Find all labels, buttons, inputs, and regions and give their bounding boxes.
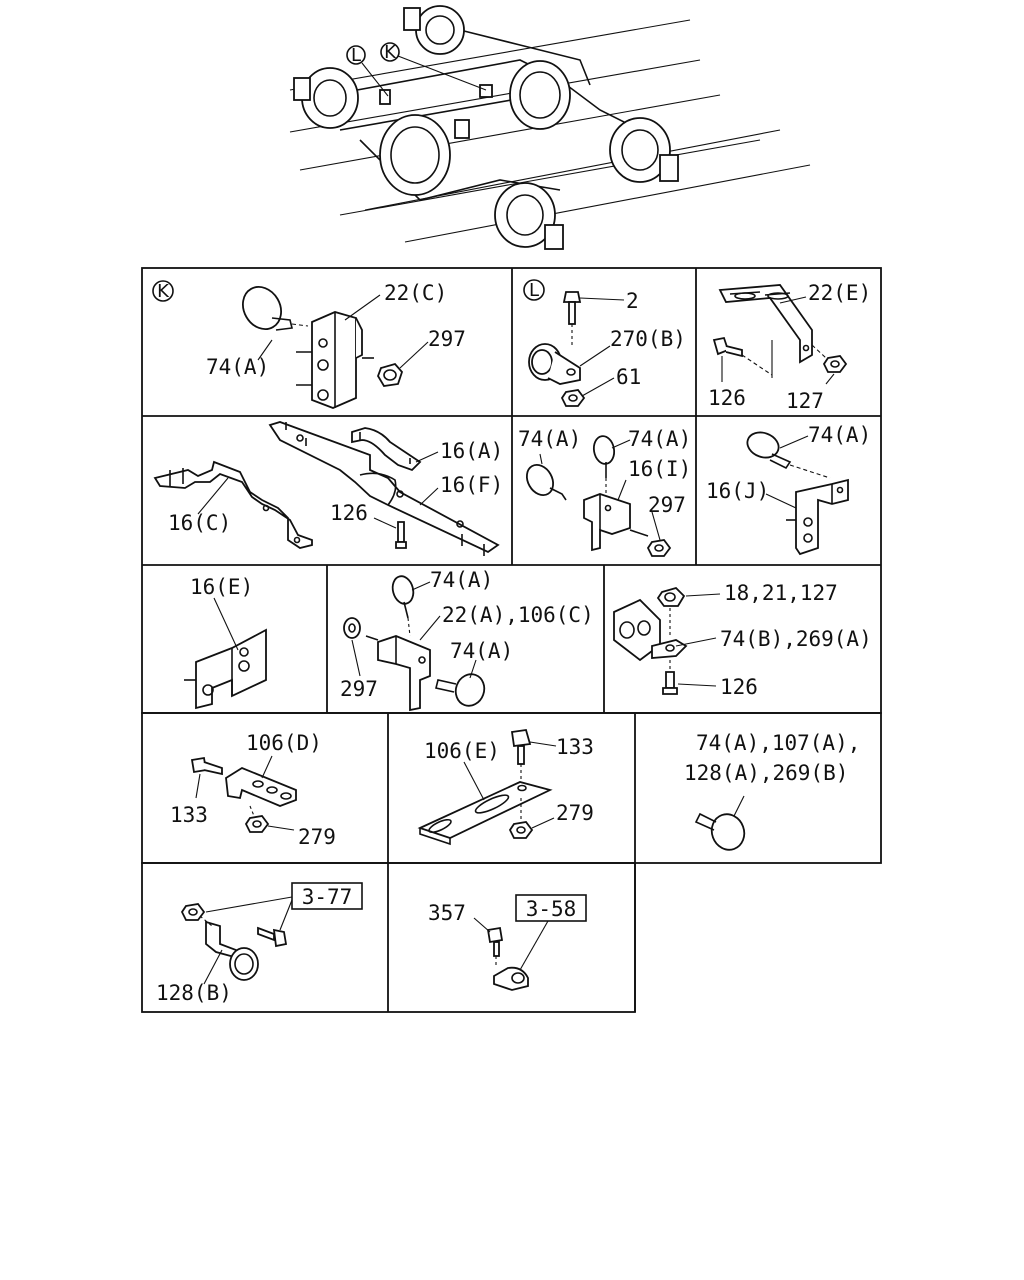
label-106e: 106(E): [424, 739, 500, 763]
hub-front-left: [293, 67, 359, 129]
label-22e: 22(E): [808, 281, 871, 305]
label-74b-269a: 74(B),269(A): [720, 627, 872, 651]
svg-text:L: L: [351, 45, 361, 66]
label-16a: 16(A): [440, 439, 503, 463]
panel-bracket-16i: 74(A) 74(A) 16(I) 297: [518, 427, 691, 557]
label-128b: 128(B): [156, 981, 232, 1005]
label-74a-left: 74(A): [518, 427, 581, 451]
ref-3-58: 3-58: [526, 897, 577, 921]
label-16c: 16(C): [168, 511, 231, 535]
label-128a-269b: 128(A),269(B): [684, 761, 848, 785]
svg-text:K: K: [384, 42, 397, 63]
label-133: 133: [170, 803, 208, 827]
label-126-c: 126: [720, 675, 758, 699]
panel-bracket-106d: 106(D) 133 279: [170, 731, 336, 849]
label-74a: 74(A): [206, 355, 269, 379]
label-74a-bottom: 74(A): [450, 639, 513, 663]
panel-bracket-22e: 22(E) 126 127: [708, 281, 871, 413]
label-127: 127: [786, 389, 824, 413]
ref-3-77: 3-77: [302, 885, 353, 909]
label-106d: 106(D): [246, 731, 322, 755]
label-74a-j: 74(A): [808, 423, 871, 447]
overview-callout-k: K: [380, 42, 487, 91]
label-357: 357: [428, 901, 466, 925]
label-279: 279: [298, 825, 336, 849]
label-126: 126: [708, 386, 746, 410]
label-16e: 16(E): [190, 575, 253, 599]
label-297-c: 297: [340, 677, 378, 701]
panel-k-callout: K: [157, 281, 170, 302]
label-22c: 22(C): [384, 281, 447, 305]
label-126-b: 126: [330, 501, 368, 525]
label-18-21-127: 18,21,127: [724, 581, 838, 605]
label-133-b: 133: [556, 735, 594, 759]
label-270b: 270(B): [610, 327, 686, 351]
panel-l-callout: L: [529, 280, 539, 301]
hub-front-right: [403, 5, 465, 55]
hub-rear-right: [609, 117, 679, 183]
label-74a-right: 74(A): [628, 427, 691, 451]
panel-bracket-106e: 133 106(E) 279: [417, 728, 594, 846]
label-61: 61: [616, 365, 641, 389]
label-74a-107a: 74(A),107(A),: [696, 731, 860, 755]
label-279-b: 279: [556, 801, 594, 825]
label-74a-top: 74(A): [430, 568, 493, 592]
panel-bracket-16e: 16(E): [184, 575, 267, 710]
label-16f: 16(F): [440, 473, 503, 497]
panel-grid: [141, 267, 882, 1013]
panel-clamp-74b: 18,21,127 74(B),269(A) 126: [613, 581, 872, 699]
panel-brackets-16: 16(A) 16(F) 126 16(C): [153, 421, 503, 556]
label-16j: 16(J): [706, 479, 769, 503]
label-2: 2: [626, 289, 639, 313]
label-16i: 16(I): [628, 457, 691, 481]
panel-bracket-16j: 74(A) 16(J): [706, 423, 871, 556]
panel-l: L 2 270(B) 61: [523, 279, 686, 407]
label-22a-106c: 22(A),106(C): [442, 603, 594, 627]
label-297-b: 297: [648, 493, 686, 517]
axle-assembly-overview: L K: [289, 5, 811, 250]
panel-k: K 22(C) 297 74(A): [152, 280, 466, 409]
panel-clamp-128b: 3-77 128(B): [156, 882, 363, 1005]
panel-clip-357: 3-58 357: [428, 894, 587, 991]
label-297: 297: [428, 327, 466, 351]
hub-rear-left: [494, 182, 564, 250]
overview-callout-l: L: [346, 45, 389, 97]
panel-clip-74a: 74(A),107(A), 128(A),269(B): [684, 731, 860, 851]
panel-bracket-22a: 74(A) 22(A),106(C) 74(A) 297: [340, 568, 594, 712]
